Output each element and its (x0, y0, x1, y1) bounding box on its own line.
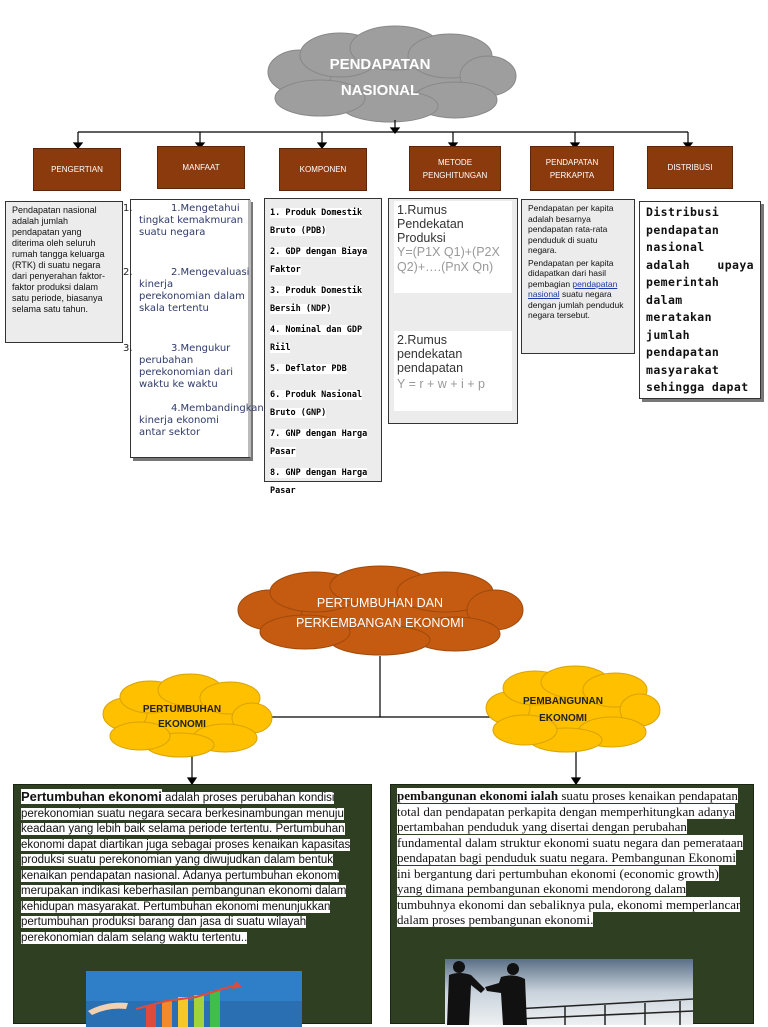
metode-rumus-2-formula: Y = r + w + i + p (397, 377, 486, 391)
manfaat-item-3-num: 3. (123, 343, 133, 354)
manfaat-item-1-text: 1.Mengetahui tingkat kemakmuran suatu ne… (139, 203, 244, 238)
pertumbuhan-cloud-label: PERTUMBUHAN EKONOMI (122, 702, 242, 732)
komponen-item-7: 7. GNP dengan Harga Pasar (270, 429, 368, 457)
map1-title-cloud (267, 25, 517, 123)
header-pengertian-label: PENGERTIAN (51, 165, 103, 174)
metode-rumus-1-title: 1.Rumus Pendekatan Produksi (397, 203, 464, 245)
perkapita-text-2: Pendapatan per kapita didapatkan dari ha… (528, 257, 624, 321)
pengertian-box: Pendapatan nasional adalah jumlah pendap… (5, 201, 123, 343)
manfaat-item-1: 1. 1.Mengetahui tingkat kemakmuran suatu… (123, 203, 249, 257)
pembangunan-text: pembangunan ekonomi ialah suatu proses k… (397, 788, 747, 928)
header-komponen-label: KOMPONEN (299, 165, 347, 174)
komponen-item-5: 5. Deflator PDB (270, 364, 347, 374)
pembangunan-panel: pembangunan ekonomi ialah suatu proses k… (390, 784, 754, 1025)
komponen-item-3: 3. Produk Domestik Bersih (NDP) (270, 286, 363, 314)
manfaat-item-4-text: 4.Membandingkan kinerja ekonomi antar se… (139, 403, 264, 438)
distribusi-box: Distribusi pendapatan nasional adalah up… (639, 201, 761, 399)
pembangunan-cloud-line1: PEMBANGUNAN (523, 696, 603, 707)
header-distribusi-label: DISTRIBUSI (667, 163, 713, 172)
map2-title: PERTUMBUHAN DAN PERKEMBANGAN EKONOMI (270, 593, 490, 633)
map2-title-line2: PERKEMBANGAN EKONOMI (295, 616, 465, 630)
map1-title: PENDAPATAN NASIONAL (300, 52, 460, 104)
komponen-item-4: 4. Nominal dan GDP Riil (270, 325, 363, 353)
pertumbuhan-cloud-line2: EKONOMI (158, 719, 206, 730)
komponen-item-2: 2. GDP dengan Biaya Faktor (270, 247, 368, 275)
metode-rumus-1: 1.Rumus Pendekatan Produksi Y=(P1X Q1)+(… (394, 201, 512, 293)
komponen-item-1: 1. Produk Domestik Bruto (PDB) (270, 208, 363, 236)
map2-shapes (102, 565, 661, 786)
manfaat-item-1-num: 1. (123, 203, 133, 214)
manfaat-item-2: 2. 2.Mengevaluasi kinerja perekonomian d… (123, 267, 250, 335)
header-manfaat-label: MANFAAT (182, 163, 220, 172)
header-distribusi: DISTRIBUSI (647, 146, 733, 189)
pertumbuhan-cloud (102, 673, 273, 758)
header-pengertian: PENGERTIAN (33, 148, 121, 191)
pembangunan-body: suatu proses kenaikan pendapatan total d… (397, 788, 744, 927)
growth-chart-image (86, 971, 302, 1027)
metode-rumus-2: 2.Rumus pendekatan pendapatan Y = r + w … (394, 331, 512, 411)
pertumbuhan-body: adalah proses perubahan kondisi perekono… (21, 792, 351, 944)
komponen-box: 1. Produk Domestik Bruto (PDB) 2. GDP de… (264, 198, 382, 496)
distribusi-text: Distribusi pendapatan nasional adalah up… (646, 205, 754, 394)
manfaat-item-4: 4.Membandingkan kinerja ekonomi antar se… (131, 403, 264, 439)
map2-title-line1: PERTUMBUHAN DAN (316, 596, 444, 610)
header-komponen: KOMPONEN (279, 148, 367, 191)
pertumbuhan-cloud-line1: PERTUMBUHAN (142, 704, 222, 715)
pembangunan-cloud-label: PEMBANGUNAN EKONOMI (503, 693, 623, 727)
header-perkapita-label: PENDAPATAN PERKAPITA (545, 157, 599, 180)
manfaat-item-3-text: 3.Mengukur perubahan perekonomian dari w… (139, 343, 234, 390)
metode-rumus-1-formula: Y=(P1X Q1)+(P2X Q2)+….(PnX Qn) (397, 245, 500, 274)
komponen-item-8: 8. GNP dengan Harga Pasar (270, 468, 368, 496)
map1-title-line2: NASIONAL (340, 82, 420, 99)
map1-connectors (72, 25, 694, 149)
pengertian-text: Pendapatan nasional adalah jumlah pendap… (12, 205, 106, 314)
map1-title-line1: PENDAPATAN (329, 56, 431, 73)
metode-rumus-2-title: 2.Rumus pendekatan pendapatan (397, 333, 464, 375)
pertumbuhan-text: Pertumbuhan ekonomi adalah proses peruba… (21, 789, 364, 946)
manfaat-box: 1. 1.Mengetahui tingkat kemakmuran suatu… (123, 199, 264, 458)
header-metode-label: METODE PENGHITUNGAN (422, 157, 488, 180)
metode-box: 1.Rumus Pendekatan Produksi Y=(P1X Q1)+(… (388, 198, 518, 424)
map2-title-cloud (237, 565, 524, 656)
komponen-item-6: 6. Produk Nasional Bruto (GNP) (270, 390, 363, 418)
header-manfaat: MANFAAT (157, 146, 245, 189)
pendapatan-nasional-link[interactable]: pendapatan nasional (528, 278, 618, 300)
manfaat-item-3: 3. 3.Mengukur perubahan perekonomian dar… (123, 343, 249, 401)
pertumbuhan-title: Pertumbuhan ekonomi (21, 789, 162, 804)
handshake-image (445, 959, 694, 1025)
pembangunan-cloud (485, 665, 661, 753)
perkapita-box: Pendapatan per kapita adalah besarnya pe… (521, 199, 635, 354)
manfaat-item-2-num: 2. (123, 267, 133, 278)
manfaat-item-2-text: 2.Mengevaluasi kinerja perekonomian dala… (139, 267, 250, 314)
perkapita-text-1: Pendapatan per kapita adalah besarnya pe… (528, 203, 614, 255)
pembangunan-cloud-line2: EKONOMI (539, 713, 587, 724)
header-perkapita: PENDAPATAN PERKAPITA (530, 146, 614, 191)
pembangunan-title: pembangunan ekonomi ialah (397, 788, 559, 803)
pertumbuhan-panel: Pertumbuhan ekonomi adalah proses peruba… (13, 784, 372, 1027)
header-metode: METODE PENGHITUNGAN (409, 146, 501, 191)
